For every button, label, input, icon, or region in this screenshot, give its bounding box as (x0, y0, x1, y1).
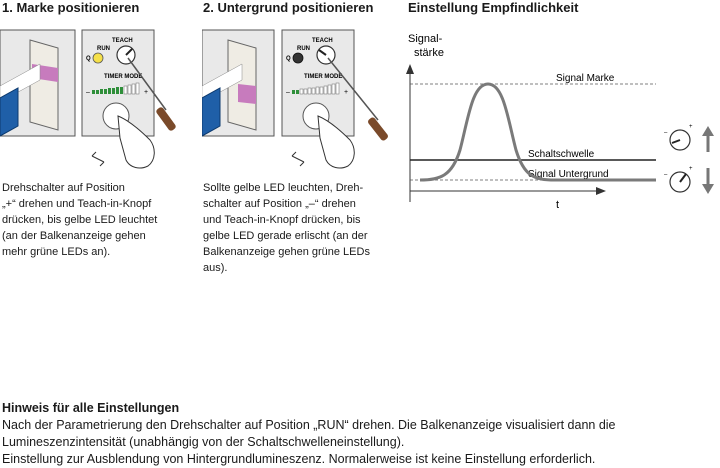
section2-heading: 2. Untergrund positionieren (203, 0, 374, 15)
rotary-pointer (125, 48, 133, 56)
description-line: mehr grüne LEDs an). (2, 246, 111, 258)
dial-down-icon: + – (664, 166, 693, 193)
note-title: Hinweis für alle Einstellungen (2, 401, 180, 415)
label-run: RUN (297, 46, 310, 52)
description-line: Sollte gelbe LED leuchten, Dreh- (203, 182, 364, 194)
svg-text:–: – (664, 172, 668, 178)
signal-untergrund-label: Signal Untergrund (528, 169, 609, 180)
dark-led (292, 52, 304, 64)
note-block: Hinweis für alle Einstellungen Nach der … (2, 400, 718, 468)
description-line: (an der Balkenanzeige gehen (2, 230, 146, 242)
svg-text:–: – (664, 130, 668, 136)
label-teach: TEACH (112, 38, 133, 44)
hand-icon (317, 115, 355, 169)
note-line: Einstellung zur Ausblendung von Hintergr… (2, 452, 596, 466)
hand-icon (117, 115, 155, 169)
note-line: Lumineszenzintensität (unabhängig von de… (2, 435, 405, 449)
svg-text:+: + (689, 124, 693, 130)
svg-text:+: + (689, 166, 693, 172)
description-line: gelbe LED gerade erlischt (an der (203, 230, 368, 242)
bar-graph (292, 82, 340, 95)
description-line: drücken, bis gelbe LED leuchtet (2, 214, 158, 226)
section1-heading: 1. Marke positionieren (2, 0, 140, 15)
arrow-up-icon (702, 126, 714, 152)
yellow-led (92, 52, 104, 64)
schaltschwelle-label: Schaltschwelle (528, 149, 595, 160)
label-q: Q (86, 56, 91, 62)
screwdriver-handle (368, 117, 388, 141)
sensitivity-diagram: Signal- stärke t Signal Marke Schaltschw… (406, 33, 714, 211)
section3-heading: Einstellung Empfindlichkeit (408, 0, 579, 15)
illustration-untergrund-positionieren: TEACH RUN Q TIMER MODE – + (202, 29, 388, 169)
bar-graph (92, 82, 140, 95)
screwdriver-shaft (327, 57, 379, 121)
y-axis-arrow-icon (406, 64, 414, 74)
label-q: Q (286, 56, 291, 62)
sensor-housing (0, 87, 19, 137)
y-axis-label-line2: stärke (414, 47, 444, 59)
label-teach: TEACH (312, 38, 333, 44)
label-run: RUN (97, 46, 110, 52)
x-axis-arrow-icon (596, 187, 606, 195)
section1-description: Drehschalter auf Position „+“ drehen und… (2, 180, 192, 260)
x-axis-label: t (556, 199, 559, 211)
bar-minus: – (286, 89, 290, 96)
marker-mark (238, 84, 256, 104)
arrow-down-icon (702, 168, 714, 194)
bar-plus: + (344, 89, 348, 96)
sensor-housing (202, 87, 221, 137)
y-axis-label-line1: Signal- (408, 33, 443, 45)
bar-plus: + (144, 89, 148, 96)
rotary-pointer (318, 49, 327, 56)
label-timer-mode: TIMER MODE (304, 74, 342, 80)
label-strip (29, 39, 59, 131)
note-line: Nach der Parametrierung den Drehschalter… (2, 418, 616, 432)
illustration-marke-positionieren: TEACH RUN Q TIMER MODE – + (0, 29, 176, 169)
signal-curve (419, 82, 656, 182)
description-line: schalter auf Position „–“ drehen (203, 198, 356, 210)
description-line: Balkenanzeige gehen grüne LEDs (203, 246, 370, 258)
press-arrow-icon (91, 151, 105, 167)
bar-minus: – (86, 89, 90, 96)
screwdriver-shaft (127, 57, 167, 111)
label-timer-mode: TIMER MODE (104, 74, 142, 80)
press-arrow-icon (291, 151, 305, 167)
description-line: und Teach-in-Knopf drücken, bis (203, 214, 361, 226)
description-line: „+“ drehen und Teach-in-Knopf (2, 198, 152, 210)
description-line: aus). (203, 262, 228, 274)
dial-up-icon: + – (664, 124, 693, 151)
signal-marke-label: Signal Marke (556, 73, 615, 84)
section2-description: Sollte gelbe LED leuchten, Dreh- schalte… (203, 180, 403, 276)
screwdriver-handle (156, 107, 176, 131)
description-line: Drehschalter auf Position (2, 182, 125, 194)
